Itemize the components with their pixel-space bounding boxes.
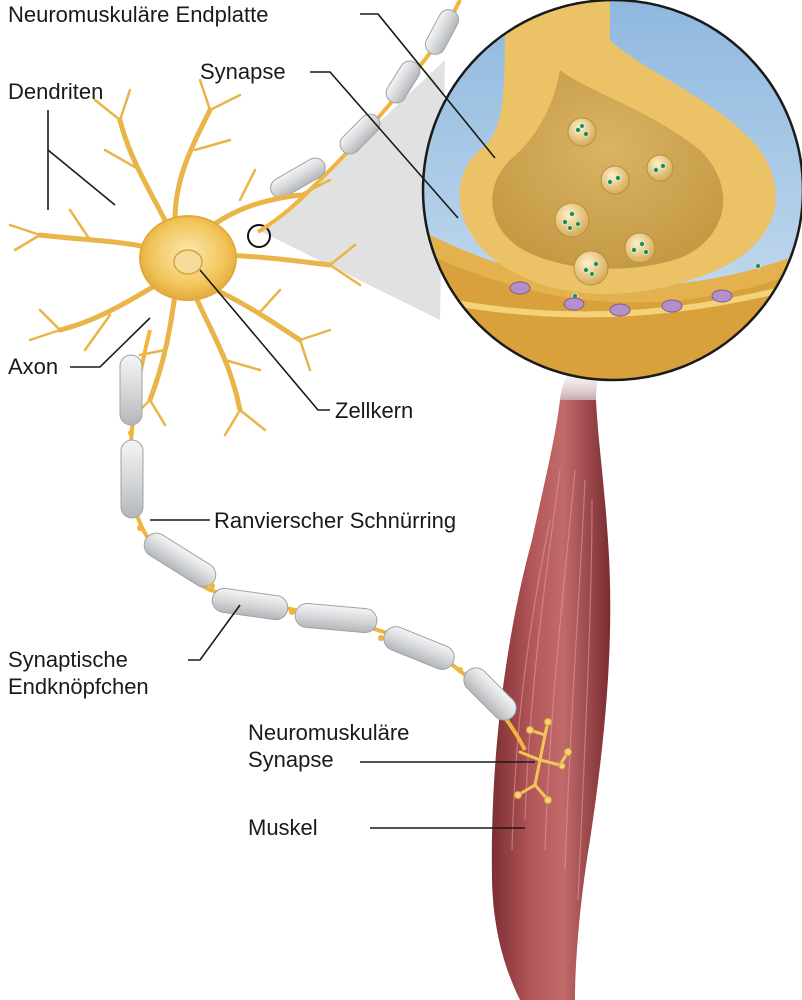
zoom-marker-circle xyxy=(247,224,271,248)
endplate-inset xyxy=(247,0,802,382)
leader-lines xyxy=(47,13,535,829)
label-nm-synapse-line1: Neuromuskuläre xyxy=(248,720,410,745)
label-terminal-buttons-line2: Endknöpfchen xyxy=(8,674,149,699)
upper-axon xyxy=(256,0,462,234)
label-synapse: Synapse xyxy=(200,59,286,84)
label-nucleus: Zellkern xyxy=(335,398,414,423)
label-endplate: Neuromuskuläre Endplatte xyxy=(8,2,269,27)
label-dendrites: Dendriten xyxy=(8,79,104,104)
terminal-buttons xyxy=(514,718,572,804)
nodes-of-ranvier xyxy=(128,430,463,673)
myelin-sheaths xyxy=(119,354,517,721)
label-axon: Axon xyxy=(8,354,59,379)
label-node-of-ranvier: Ranvierscher Schnürring xyxy=(214,508,457,533)
lower-axon xyxy=(119,329,572,804)
muscle-illustration xyxy=(491,360,611,1000)
label-nm-synapse-line2: Synapse xyxy=(248,747,334,772)
neuron-cell-body xyxy=(8,78,362,437)
label-terminal-buttons-line1: Synaptische xyxy=(8,647,128,672)
label-muscle: Muskel xyxy=(248,815,318,840)
